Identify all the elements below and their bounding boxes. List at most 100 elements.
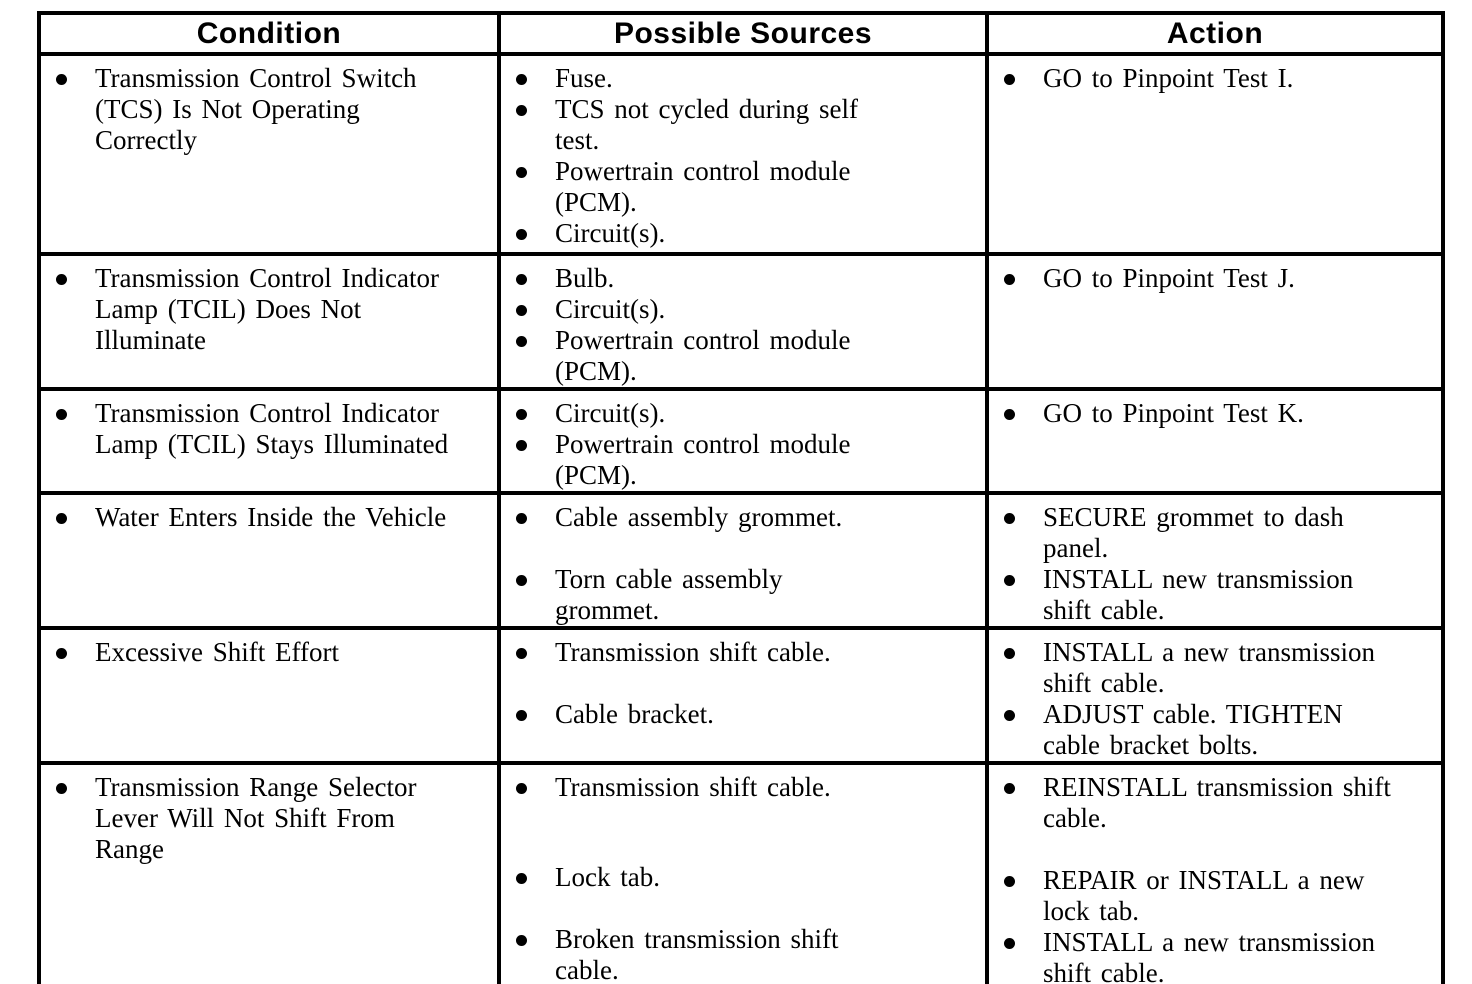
bullet-item: Torn cable assembly grommet.: [516, 564, 977, 626]
bullet-item: Broken transmission shift cable.: [516, 924, 977, 984]
bullet-item: Transmission Control Indicator Lamp (TCI…: [56, 263, 489, 356]
sources-text: Transmission shift cable.: [555, 637, 831, 667]
condition-text: Transmission Control Switch (TCS) Is Not…: [95, 63, 417, 155]
bullet-icon: [1004, 274, 1015, 285]
bullet-item: Transmission Range Selector Lever Will N…: [56, 772, 489, 865]
bullet-icon: [516, 274, 527, 285]
bullet-icon: [516, 513, 527, 524]
sources-text: Transmission shift cable.: [555, 772, 831, 802]
bullet-item: Circuit(s).: [516, 398, 977, 429]
sources-text: Powertrain control module (PCM).: [555, 429, 851, 490]
bullet-icon: [1004, 575, 1015, 586]
table-header-row: Condition Possible Sources Action: [37, 11, 1445, 56]
condition-cell: Transmission Control Switch (TCS) Is Not…: [37, 52, 501, 256]
actions-text: REPAIR or INSTALL a new lock tab.: [1043, 865, 1365, 926]
sources-text: Circuit(s).: [555, 218, 666, 248]
actions-text: INSTALL a new transmission shift cable.: [1043, 637, 1376, 698]
bullet-item: Cable assembly grommet.: [516, 502, 977, 533]
bullet-icon: [1004, 648, 1015, 659]
sources-cell: Bulb.Circuit(s).Powertrain control modul…: [497, 252, 989, 391]
header-condition: Condition: [37, 11, 501, 56]
bullet-icon: [516, 409, 527, 420]
condition-text: Water Enters Inside the Vehicle: [95, 502, 447, 532]
actions-text: GO to Pinpoint Test I.: [1043, 63, 1294, 93]
sources-text: Fuse.: [555, 63, 613, 93]
actions-text: INSTALL a new transmission shift cable.: [1043, 927, 1376, 984]
actions-cell: SECURE grommet to dash panel.INSTALL new…: [985, 491, 1445, 630]
table-row: Water Enters Inside the Vehicle Cable ass…: [37, 491, 1445, 630]
condition-text: Excessive Shift Effort: [95, 637, 339, 667]
sources-text: Torn cable assembly grommet.: [555, 564, 783, 625]
actions-text: ADJUST cable. TIGHTEN cable bracket bolt…: [1043, 699, 1343, 760]
bullet-item: Transmission shift cable.: [516, 772, 977, 803]
sources-text: Broken transmission shift cable.: [555, 924, 839, 984]
sources-text: Circuit(s).: [555, 294, 666, 324]
actions-text: INSTALL new transmission shift cable.: [1043, 564, 1354, 625]
bullet-icon: [516, 783, 527, 794]
bullet-item: Bulb.: [516, 263, 977, 294]
bullet-item: Powertrain control module (PCM).: [516, 429, 977, 491]
bullet-item: Cable bracket.: [516, 699, 977, 730]
bullet-icon: [516, 575, 527, 586]
bullet-item: GO to Pinpoint Test K.: [1004, 398, 1433, 429]
bullet-icon: [56, 74, 67, 85]
actions-text: GO to Pinpoint Test K.: [1043, 398, 1304, 428]
bullet-item: Powertrain control module (PCM).: [516, 325, 977, 387]
bullet-icon: [516, 935, 527, 946]
bullet-item: INSTALL a new transmission shift cable.: [1004, 637, 1433, 699]
bullet-icon: [1004, 74, 1015, 85]
bullet-icon: [516, 440, 527, 451]
bullet-icon: [1004, 710, 1015, 721]
bullet-item: INSTALL new transmission shift cable.: [1004, 564, 1433, 626]
bullet-icon: [516, 873, 527, 884]
sources-text: Powertrain control module (PCM).: [555, 325, 851, 386]
bullet-item: INSTALL a new transmission shift cable.: [1004, 927, 1433, 984]
sources-cell: Cable assembly grommet. Torn cable assemb…: [497, 491, 989, 630]
bullet-icon: [516, 710, 527, 721]
bullet-icon: [516, 336, 527, 347]
condition-text: Transmission Control Indicator Lamp (TCI…: [95, 398, 449, 459]
table-body: Transmission Control Switch (TCS) Is Not…: [37, 52, 1445, 984]
table-row: Transmission Control Switch (TCS) Is Not…: [37, 52, 1445, 256]
actions-cell: GO to Pinpoint Test J.: [985, 252, 1445, 391]
actions-cell: GO to Pinpoint Test K.: [985, 387, 1445, 495]
bullet-item: REINSTALL transmission shift cable.: [1004, 772, 1433, 834]
table-row: Excessive Shift Effort Transmission shift…: [37, 626, 1445, 765]
sources-cell: Transmission shift cable. Cable bracket.: [497, 626, 989, 765]
bullet-icon: [1004, 938, 1015, 949]
bullet-icon: [56, 648, 67, 659]
sources-cell: Transmission shift cable.Lock tab.Broken…: [497, 761, 989, 984]
condition-cell: Transmission Control Indicator Lamp (TCI…: [37, 387, 501, 495]
sources-text: Cable assembly grommet.: [555, 502, 843, 532]
condition-cell: Excessive Shift Effort: [37, 626, 501, 765]
header-possible-sources: Possible Sources: [497, 11, 989, 56]
bullet-item: GO to Pinpoint Test J.: [1004, 263, 1433, 294]
bullet-item: Fuse.: [516, 63, 977, 94]
diagnosis-table: Condition Possible Sources Action Transm…: [37, 11, 1445, 984]
condition-cell: Transmission Control Indicator Lamp (TCI…: [37, 252, 501, 391]
bullet-icon: [516, 229, 527, 240]
bullet-item: Water Enters Inside the Vehicle: [56, 502, 489, 533]
bullet-icon: [516, 648, 527, 659]
bullet-item: Circuit(s).: [516, 294, 977, 325]
bullet-item: Transmission shift cable.: [516, 637, 977, 668]
bullet-item: Transmission Control Indicator Lamp (TCI…: [56, 398, 489, 460]
actions-cell: GO to Pinpoint Test I.: [985, 52, 1445, 256]
condition-cell: Transmission Range Selector Lever Will N…: [37, 761, 501, 984]
actions-text: REINSTALL transmission shift cable.: [1043, 772, 1391, 833]
table-row: Transmission Control Indicator Lamp (TCI…: [37, 387, 1445, 495]
bullet-item: Powertrain control module (PCM).: [516, 156, 977, 218]
condition-text: Transmission Control Indicator Lamp (TCI…: [95, 263, 440, 355]
bullet-icon: [1004, 513, 1015, 524]
bullet-item: Transmission Control Switch (TCS) Is Not…: [56, 63, 489, 156]
sources-text: Circuit(s).: [555, 398, 666, 428]
table-row: Transmission Control Indicator Lamp (TCI…: [37, 252, 1445, 391]
bullet-item: GO to Pinpoint Test I.: [1004, 63, 1433, 94]
bullet-icon: [56, 274, 67, 285]
bullet-item: Excessive Shift Effort: [56, 637, 489, 668]
bullet-icon: [516, 74, 527, 85]
sources-text: Cable bracket.: [555, 699, 714, 729]
bullet-icon: [56, 513, 67, 524]
header-action: Action: [985, 11, 1445, 56]
